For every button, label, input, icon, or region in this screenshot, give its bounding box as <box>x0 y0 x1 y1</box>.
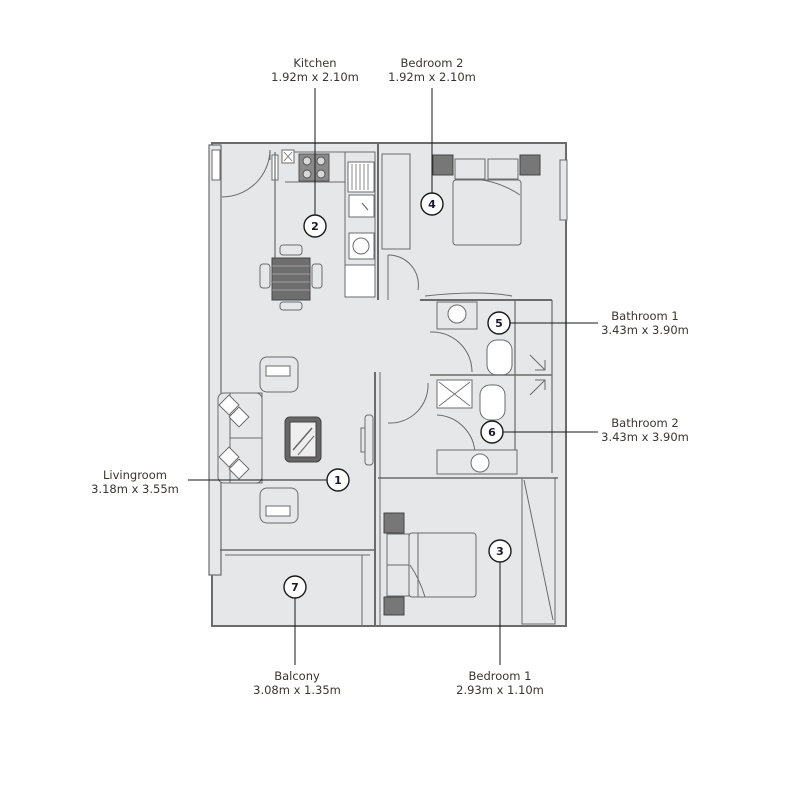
label-balcony: Balcony 3.08m x 1.35m <box>232 669 362 697</box>
label-livingroom: Livingroom 3.18m x 3.55m <box>70 468 200 496</box>
room-dimensions: 1.92m x 2.10m <box>271 70 359 84</box>
room-dimensions: 2.93m x 1.10m <box>456 683 544 697</box>
room-marker-7: 7 <box>283 575 307 599</box>
label-bathroom-1: Bathroom 1 3.43m x 3.90m <box>580 309 710 337</box>
room-name: Bathroom 2 <box>611 416 679 430</box>
svg-text:6: 6 <box>488 426 496 439</box>
room-name: Kitchen <box>293 56 337 70</box>
room-name: Livingroom <box>103 468 167 482</box>
label-bathroom-2: Bathroom 2 3.43m x 3.90m <box>580 416 710 444</box>
room-dimensions: 3.43m x 3.90m <box>601 430 689 444</box>
room-name: Bathroom 1 <box>611 309 679 323</box>
svg-text:1: 1 <box>334 474 342 487</box>
room-dimensions: 3.43m x 3.90m <box>601 323 689 337</box>
label-kitchen: Kitchen 1.92m x 2.10m <box>250 56 380 84</box>
svg-text:3: 3 <box>496 545 504 558</box>
svg-text:5: 5 <box>495 317 503 330</box>
room-marker-5: 5 <box>487 311 511 335</box>
svg-text:4: 4 <box>428 198 436 211</box>
svg-text:7: 7 <box>291 581 299 594</box>
room-name: Bedroom 2 <box>400 56 464 70</box>
room-marker-6: 6 <box>480 420 504 444</box>
room-marker-3: 3 <box>488 539 512 563</box>
room-marker-1: 1 <box>326 468 350 492</box>
label-bedroom-2: Bedroom 2 1.92m x 2.10m <box>367 56 497 84</box>
room-name: Balcony <box>274 669 320 683</box>
room-name: Bedroom 1 <box>468 669 532 683</box>
svg-text:2: 2 <box>311 220 319 233</box>
room-dimensions: 3.18m x 3.55m <box>91 482 179 496</box>
room-dimensions: 1.92m x 2.10m <box>388 70 476 84</box>
room-marker-4: 4 <box>420 192 444 216</box>
room-marker-2: 2 <box>303 214 327 238</box>
label-bedroom-1: Bedroom 1 2.93m x 1.10m <box>435 669 565 697</box>
room-dimensions: 3.08m x 1.35m <box>253 683 341 697</box>
